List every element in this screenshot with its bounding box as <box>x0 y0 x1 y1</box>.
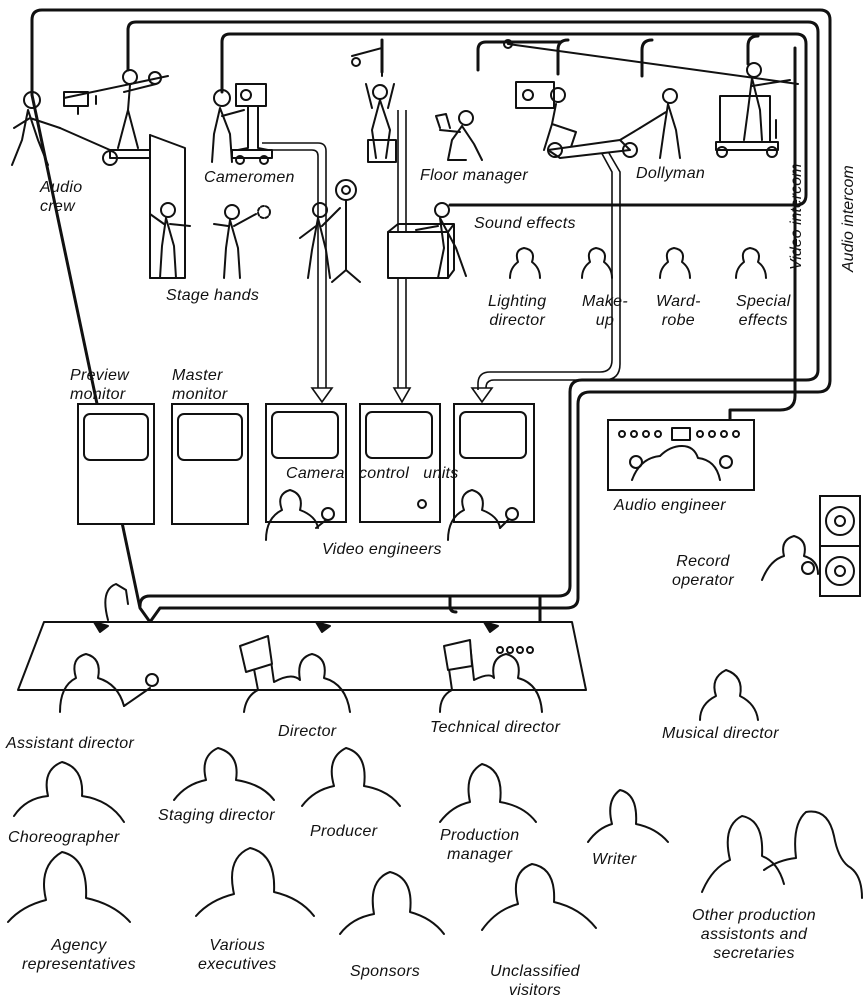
boom-microphone-icon-3 <box>503 39 799 158</box>
other-production-line-2: assistonts and <box>700 926 808 943</box>
production-manager-line-1: Production <box>440 827 520 844</box>
boom-microphone-icon-2 <box>351 39 397 163</box>
various-executives-line-1: Various <box>209 937 266 954</box>
wardrobe-line-1: Ward- <box>656 293 701 310</box>
unclassified-visitors-line-2: visitors <box>508 982 562 999</box>
video-engineers-label: Video engineers <box>322 541 442 558</box>
special-effects-line-1: Special <box>736 293 791 310</box>
stage-flat <box>149 134 186 279</box>
master-monitor-label: Master monitor <box>172 366 227 404</box>
floor-manager-label: Floor manager <box>420 167 528 184</box>
dollyman-label: Dollyman <box>636 165 706 182</box>
make-up-line-1: Make- <box>582 293 628 310</box>
make-up-label: Make- up <box>582 292 628 330</box>
record-operator-label: Record operator <box>672 552 734 590</box>
camera-control-units-label: Camera control units <box>286 465 459 482</box>
floor-manager-figure <box>435 110 483 161</box>
camera-control-units-icon <box>265 403 535 523</box>
lighting-director-line-1: Lighting <box>488 293 547 310</box>
other-production-line-3: secretaries <box>713 945 795 962</box>
audio-crew-line-2: crew <box>40 198 75 215</box>
sponsors-label: Sponsors <box>350 963 420 980</box>
sound-effects-label: Sound effects <box>474 215 576 232</box>
other-production-label: Other production assistonts and secretar… <box>692 906 816 963</box>
staging-director-label: Staging director <box>158 807 275 824</box>
master-monitor-line-2: monitor <box>172 386 228 403</box>
agency-representatives-label: Agency representatives <box>22 936 136 974</box>
audio-intercom-label: Audio intercom <box>840 165 857 272</box>
agency-representatives-line-1: Agency <box>51 937 107 954</box>
video-intercom-label: Video intercom <box>788 163 805 270</box>
cameraman-figure <box>211 83 273 165</box>
record-operator-figure <box>761 535 819 581</box>
video-engineers-figures <box>265 489 519 541</box>
people-heads <box>7 669 863 935</box>
record-operator-line-1: Record <box>676 553 730 570</box>
audio-crew-label: Audio crew <box>40 178 82 216</box>
audio-crew-line-1: Audio <box>40 179 83 196</box>
choreographer-label: Choreographer <box>8 829 120 846</box>
seated-heads-top <box>509 247 767 279</box>
wardrobe-line-2: robe <box>661 312 695 329</box>
light-stand-icon <box>299 179 361 283</box>
camera-dolly-figure <box>515 81 638 159</box>
lighting-director-label: Lighting director <box>488 292 546 330</box>
control-console-icon <box>17 583 587 713</box>
director-label: Director <box>278 723 337 740</box>
preview-monitor-line-2: monitor <box>70 386 126 403</box>
producer-label: Producer <box>310 823 378 840</box>
preview-monitor-line-1: Preview <box>70 367 130 384</box>
other-production-line-1: Other production <box>692 907 816 924</box>
preview-monitor-label: Preview monitor <box>70 366 129 404</box>
wardrobe-label: Ward- robe <box>656 292 701 330</box>
intercom-cables <box>30 8 832 624</box>
musical-director-label: Musical director <box>662 725 779 742</box>
production-manager-line-2: manager <box>447 846 513 863</box>
technical-director-label: Technical director <box>430 719 561 736</box>
record-operator-line-2: operator <box>672 572 734 589</box>
cameramen-label: Cameromen <box>204 169 295 186</box>
stage-hands-figures <box>149 202 271 279</box>
master-monitor-line-1: Master <box>172 367 223 384</box>
audio-engineer-label: Audio engineer <box>614 497 726 514</box>
audio-console-icon <box>607 419 755 491</box>
master-monitor-icon <box>171 403 249 525</box>
dollyman-figure <box>619 88 681 159</box>
assistant-director-label: Assistant director <box>6 735 135 752</box>
various-executives-line-2: executives <box>198 956 277 973</box>
unclassified-visitors-line-1: Unclassified <box>490 963 580 980</box>
agency-representatives-line-2: representatives <box>22 956 136 973</box>
unclassified-visitors-label: Unclassified visitors <box>490 962 580 1000</box>
sound-effects-station <box>387 202 467 279</box>
lighting-director-line-2: director <box>489 312 546 329</box>
preview-monitor-icon <box>77 403 155 525</box>
special-effects-line-2: effects <box>738 312 788 329</box>
special-effects-label: Special effects <box>736 292 791 330</box>
production-manager-label: Production manager <box>440 826 520 864</box>
writer-label: Writer <box>592 851 637 868</box>
stage-hands-label: Stage hands <box>166 287 260 304</box>
turntable-icon <box>819 495 861 597</box>
various-executives-label: Various executives <box>198 936 277 974</box>
audio-crew-figure <box>11 91 111 166</box>
make-up-line-2: up <box>595 312 615 329</box>
